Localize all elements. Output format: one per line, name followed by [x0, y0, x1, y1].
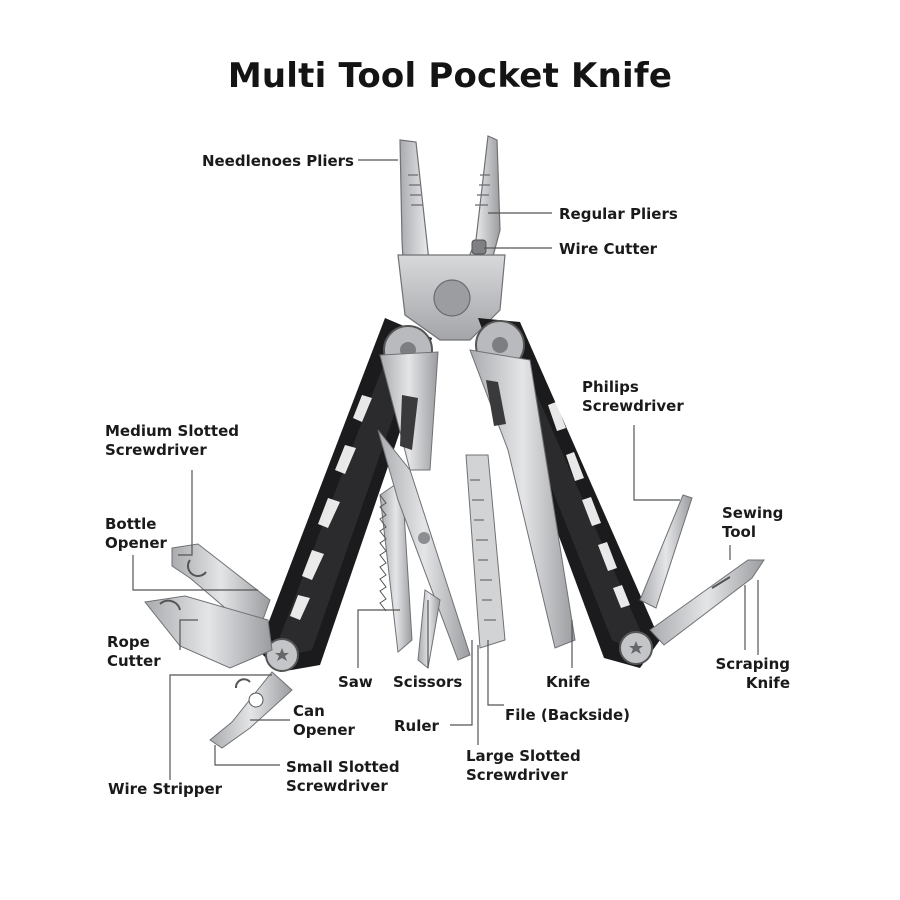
label-wire-stripper: Wire Stripper	[108, 780, 223, 798]
page-title: Multi Tool Pocket Knife	[227, 56, 673, 96]
label-scraping-knife: Scraping Knife	[715, 655, 790, 692]
label-large-slotted-screwdriver: Large Slotted Screwdriver	[466, 747, 581, 784]
left-handle	[258, 318, 433, 672]
leader-lines	[132, 159, 759, 780]
label-file-backside: File (Backside)	[505, 706, 631, 724]
label-small-slotted-screwdriver: Small Slotted Screwdriver	[286, 758, 400, 795]
label-regular-pliers: Regular Pliers	[559, 205, 678, 223]
label-rope-cutter: Rope Cutter	[107, 633, 161, 670]
inner-tools	[144, 349, 765, 749]
pliers-jaws	[397, 135, 506, 341]
label-knife: Knife	[546, 673, 591, 691]
label-scissors: Scissors	[393, 673, 463, 691]
label-sewing-tool: Sewing Tool	[722, 504, 784, 541]
label-can-opener: Can Opener	[293, 702, 355, 739]
label-ruler: Ruler	[394, 717, 439, 735]
label-wire-cutter: Wire Cutter	[559, 240, 658, 258]
label-needlenose-pliers: Needlenoes Pliers	[201, 152, 354, 170]
label-philips-screwdriver: Philips Screwdriver	[582, 378, 684, 415]
label-medium-slotted-screwdriver: Medium Slotted Screwdriver	[105, 422, 240, 459]
label-saw: Saw	[338, 673, 373, 691]
label-bottle-opener: Bottle Opener	[105, 515, 167, 552]
